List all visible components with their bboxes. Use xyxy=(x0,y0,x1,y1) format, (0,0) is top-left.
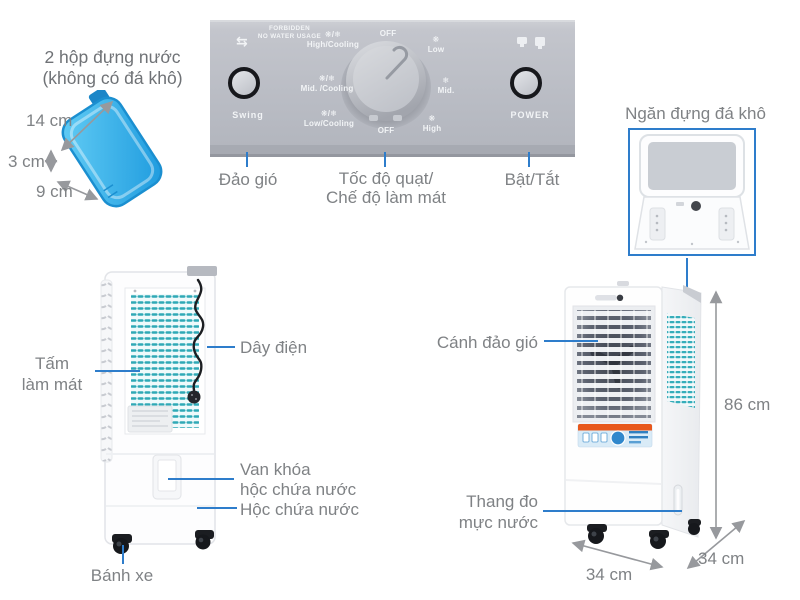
callout-knob: Tốc độ quạt/ Chế độ làm mát xyxy=(326,169,446,207)
knob-label-high-cooling: ❋/❄ High/Cooling xyxy=(302,30,364,49)
top-corner-piece xyxy=(683,285,701,303)
brand-logo xyxy=(595,294,624,301)
spec-label xyxy=(127,405,173,433)
fan-snowflake-icons: ❋/❄ xyxy=(318,74,336,83)
back-caster-right xyxy=(195,530,214,550)
pump-icon xyxy=(535,37,545,49)
callout-line-louver xyxy=(544,340,598,342)
pump-icon xyxy=(517,37,527,47)
dim-width-label: 34 cm xyxy=(585,565,633,584)
knob-label-mid: ❄ Mid. xyxy=(428,76,464,95)
water-level-gauge xyxy=(673,484,683,516)
knob-label-off-top: OFF xyxy=(379,29,397,38)
dim-arrow-14cm xyxy=(60,100,114,152)
snowflake-icon: ❄ xyxy=(442,76,450,85)
callout-louver: Cánh đảo gió xyxy=(436,333,538,352)
callout-wheel: Bánh xe xyxy=(90,566,154,585)
ice-compartment-illustration xyxy=(634,134,750,250)
connector-line-compartment xyxy=(686,258,688,291)
knob-label-low-cooling: ❋/❄ Low/Cooling xyxy=(296,109,362,128)
ice-box-illustration xyxy=(44,90,163,208)
ice-box-title-line1: 2 hộp đựng nước xyxy=(44,47,181,67)
side-mesh xyxy=(667,313,695,408)
fan-icon: ❋ xyxy=(432,35,440,44)
front-dimension-arrows xyxy=(571,290,746,571)
callout-line-tank xyxy=(197,507,237,509)
callout-gauge: Thang đo mực nước xyxy=(458,492,538,532)
fan-icon: ❋ xyxy=(428,114,436,123)
cord-hook xyxy=(187,266,217,276)
power-plug xyxy=(187,390,201,404)
callout-line-knob xyxy=(384,152,386,167)
ice-compartment-title: Ngăn đựng đá khô xyxy=(625,104,766,123)
fan-speed-knob xyxy=(341,41,431,129)
ice-box-title: 2 hộp đựng nước (không có đá khô) xyxy=(15,47,210,89)
callout-line-swing xyxy=(246,152,248,167)
swing-arrows-icon: ⇆ xyxy=(236,33,248,49)
ice-box-dim-thick: 3 cm xyxy=(8,152,45,171)
knob-label-off-bottom: OFF xyxy=(377,126,395,135)
dim-arrow-depth xyxy=(686,519,746,570)
control-panel: FORBIDDEN NO WATER USAGE ⇆ Swing xyxy=(210,20,575,157)
callout-power: Bật/Tắt xyxy=(504,170,560,189)
feature-sticker xyxy=(577,423,653,448)
ice-box-dim-long: 14 cm xyxy=(26,111,73,130)
ice-box-title-line2: (không có đá khô) xyxy=(42,68,183,88)
callout-line-gauge xyxy=(543,510,682,512)
fan-snowflake-icons: ❋/❄ xyxy=(324,30,342,39)
water-pump-icons xyxy=(517,37,545,49)
callout-line-valve xyxy=(168,478,234,480)
callout-line-cooling-pad xyxy=(95,370,140,372)
dim-depth-label: 34 cm xyxy=(698,549,745,568)
swing-button xyxy=(228,67,260,99)
knob-pointer-groove xyxy=(385,45,409,80)
front-grille xyxy=(572,305,656,423)
callout-line-power xyxy=(528,152,530,167)
callout-swing: Đảo gió xyxy=(218,170,278,189)
callout-cord: Dây điện xyxy=(240,338,308,357)
power-button xyxy=(510,67,542,99)
fan-snowflake-icons: ❋/❄ xyxy=(320,109,338,118)
swing-button-label: Swing xyxy=(232,110,264,120)
ice-compartment-photo xyxy=(628,128,756,256)
forbidden-warning-line2: NO WATER USAGE xyxy=(257,32,322,40)
forbidden-warning-line1: FORBIDDEN xyxy=(268,25,311,32)
knob-label-mid-cooling: ❋/❄ Mid. /Cooling xyxy=(296,74,358,93)
callout-valve: Van khóa hộc chứa nước xyxy=(240,460,357,499)
dim-height-label: 86 cm xyxy=(724,395,771,414)
callout-line-wheel xyxy=(122,545,124,564)
forbidden-warning: FORBIDDEN NO WATER USAGE xyxy=(252,25,327,40)
dim-arrow-width xyxy=(571,539,664,571)
power-cord xyxy=(192,278,205,392)
power-button-label: POWER xyxy=(510,110,550,120)
knob-label-high: ❋ High xyxy=(412,114,452,133)
back-caster-left xyxy=(112,534,132,554)
callout-cooling-pad: Tấm làm mát xyxy=(21,354,83,394)
knob-label-low: ❋ Low xyxy=(416,35,456,54)
dim-arrow-9cm xyxy=(56,180,99,201)
ice-box-dim-short: 9 cm xyxy=(36,182,73,201)
callout-line-cord xyxy=(207,346,235,348)
back-view-illustration xyxy=(100,266,217,554)
callout-tank: Hộc chứa nước xyxy=(240,500,359,519)
